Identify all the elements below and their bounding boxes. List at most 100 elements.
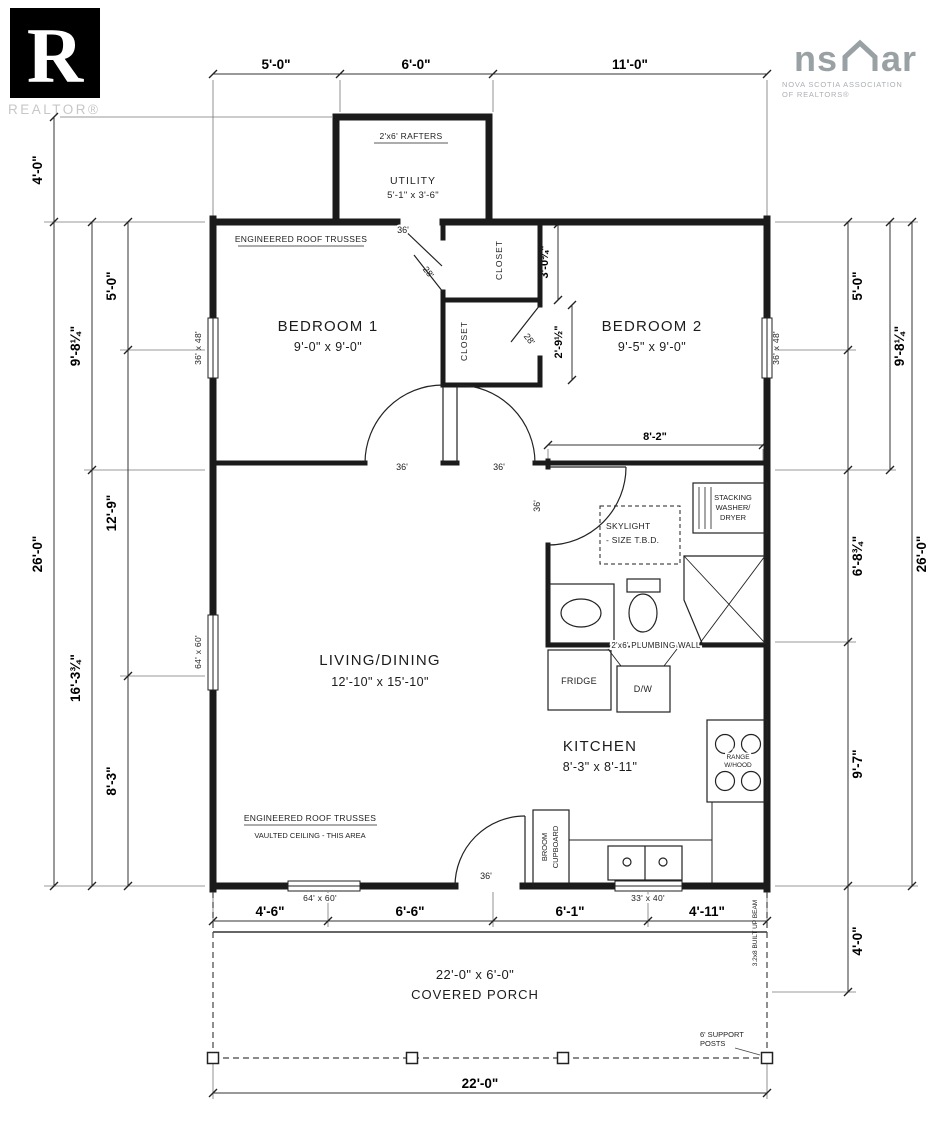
broom-label-2: CUPBOARD (551, 825, 560, 868)
door-bedroom2-arc (456, 384, 536, 464)
realtor-label: REALTOR® (8, 102, 100, 117)
dishwasher-box (616, 665, 671, 713)
porch-outline (212, 892, 768, 1059)
support-posts-note-2: POSTS (700, 1039, 725, 1048)
beam-note: 3.2x8 BUILT UP BEAM (752, 900, 759, 966)
realtor-logo: R REALTOR® (8, 8, 100, 117)
dim-bottom-4: 4'-11" (689, 904, 725, 919)
opening-labels: 36' 36' 36' 36' 36' 28' 28' 36' x 48' 36… (193, 223, 781, 905)
sink-drain-icon (658, 857, 668, 867)
bedroom1-door-size: 36' (396, 462, 408, 472)
sink-drain-icon (622, 857, 632, 867)
kitchen-name: KITCHEN (563, 738, 637, 755)
nsar-logo: ns ar NOVA SCOTIA ASSOCIATION OF REALTOR… (782, 38, 917, 99)
door-bedroom1-arc (364, 384, 444, 464)
toilet-bowl (628, 593, 658, 633)
porch-size: 22'-0" x 6'-0" (436, 967, 514, 982)
range-label-2: W/HOOD (724, 762, 752, 769)
door-closet1-leaf (413, 254, 444, 293)
nsar-subtitle-2: OF REALTORS® (782, 90, 849, 99)
stacking-note-1: STACKING (714, 493, 752, 502)
dim-right-9-8: 9'-8¼" (892, 326, 907, 366)
nsar-subtitle-1: NOVA SCOTIA ASSOCIATION (782, 80, 903, 89)
realtor-r-icon: R (27, 12, 85, 99)
broom-label-1: BROOM (540, 833, 549, 861)
support-post (556, 1051, 570, 1065)
burner-icon (714, 770, 736, 792)
bedroom1-name: BEDROOM 1 (278, 318, 379, 335)
posts-leader-line (734, 1047, 761, 1056)
realtor-logo-square (10, 8, 100, 98)
dimension-lines (53, 73, 913, 1094)
toilet-tank (626, 578, 661, 593)
dim-left-total: 26'-0" (30, 536, 45, 573)
living-name: LIVING/DINING (319, 652, 440, 669)
rafters-note: 2'x6' RAFTERS (380, 131, 443, 141)
range-box (706, 719, 768, 803)
closet2-door-size: 28' (522, 331, 537, 347)
kitchen-size: 8'-3" x 8'-11" (563, 760, 638, 774)
bedroom2-door-size: 36' (493, 462, 505, 472)
utility-size: 5'-1" x 3'-6" (387, 190, 439, 201)
living-size: 12'-10" x 15'-10" (331, 675, 429, 689)
exterior-walls (209, 113, 771, 893)
back-door-size: 36' (480, 871, 492, 881)
dim-left-16-3: 16'-3¾" (68, 654, 83, 702)
fridge-box (547, 649, 612, 711)
vanity-counter (548, 583, 615, 644)
dim-left-5: 5'-0" (104, 271, 119, 300)
shower-x-mark (683, 555, 766, 644)
bathroom-fixtures (548, 482, 768, 644)
burner-icon (740, 770, 762, 792)
extension-lines (44, 80, 918, 1099)
bathroom-door-size: 36' (532, 500, 542, 512)
dim-right-9-7: 9'-7" (850, 749, 865, 778)
support-post (405, 1051, 419, 1065)
dim-top-2: 6'-0" (401, 57, 430, 72)
support-posts-note-1: 6' SUPPORT (700, 1030, 744, 1039)
trusses-bottom-note: ENGINEERED ROOF TRUSSES (244, 813, 376, 823)
dim-left-9-8: 9'-8¼" (68, 326, 83, 366)
nsar-house-icon (842, 39, 878, 71)
dishwasher-angle-lines (607, 648, 678, 667)
nsar-ar-text: ar (881, 38, 917, 79)
vaulted-ceiling-note: VAULTED CEILING - THIS AREA (254, 831, 365, 840)
fridge-label: FRIDGE (561, 676, 597, 686)
broom-cupboard-box (532, 809, 570, 887)
bedroom2-name: BEDROOM 2 (602, 318, 703, 335)
skylight-outline (599, 505, 681, 565)
washer-dryer-hatch (698, 487, 712, 529)
closet1-label: CLOSET (494, 240, 504, 280)
plumbing-wall-note: 2'x6' PLUMBING WALL (611, 641, 701, 650)
skylight-note-1: SKYLIGHT (606, 521, 650, 531)
bedroom1-size: 9'-0" x 9'-0" (294, 340, 362, 354)
dim-closet-b: 2'-9½" (553, 326, 565, 359)
window-size-kitchen-bottom: 33' x 40' (631, 893, 665, 903)
dim-bedroom2-interior: 8'-2" (643, 431, 667, 443)
kitchen-fixtures (532, 648, 768, 887)
washer-dryer-unit (692, 482, 768, 534)
skylight-note-2: - SIZE T.B.D. (606, 535, 659, 545)
utility-door-size: 36' (397, 225, 409, 235)
dim-bottom-3: 6'-1" (555, 904, 584, 919)
support-post (760, 1051, 774, 1065)
door-back-arc (454, 815, 526, 887)
window-size-living-bottom: 64' x 60' (303, 893, 337, 903)
burner-icon (714, 733, 736, 755)
porch (206, 892, 774, 1065)
dim-left-utility: 4'-0" (30, 155, 45, 184)
door-closet2-leaf (510, 304, 541, 343)
dishwasher-label: D/W (634, 684, 653, 694)
dim-right-5: 5'-0" (850, 271, 865, 300)
stacking-note-3: DRYER (720, 513, 747, 522)
counter-edges (569, 802, 713, 886)
door-bathroom-arc (547, 466, 627, 546)
dim-right-total: 26'-0" (914, 536, 929, 573)
support-post (206, 1051, 220, 1065)
window-size-bedroom2: 36' x 48' (771, 331, 781, 365)
dim-bottom-total: 22'-0" (462, 1076, 499, 1091)
dim-left-12-9: 12'-9" (104, 495, 119, 532)
stacking-note-2: WASHER/ (716, 503, 752, 512)
